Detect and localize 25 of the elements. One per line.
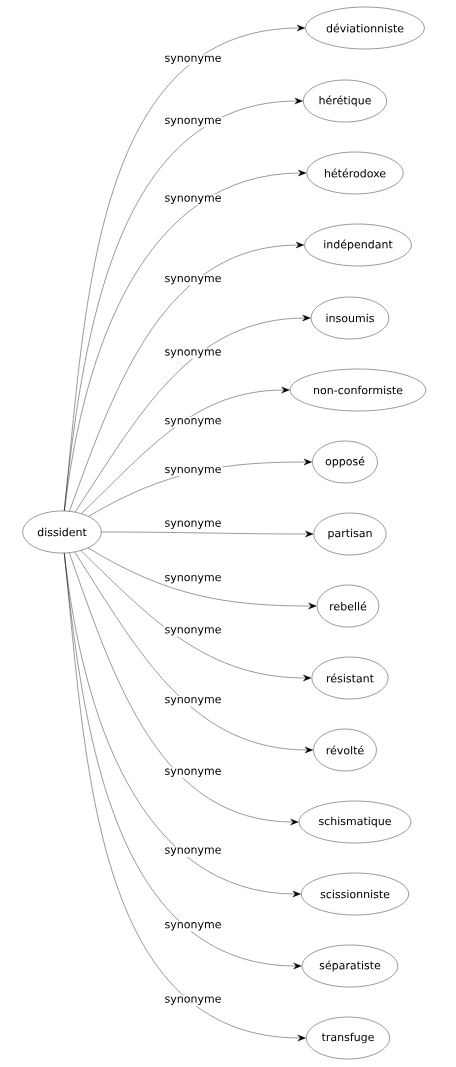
arrow	[64, 552, 306, 1042]
arrow	[74, 551, 314, 754]
edge-label: synonyme	[163, 519, 223, 530]
edge-label: synonyme	[163, 274, 223, 286]
edge-label: synonyme	[163, 116, 223, 128]
arrow	[81, 386, 290, 514]
edge-label: synonyme	[163, 348, 223, 359]
arrow	[69, 241, 305, 512]
edge-label: synonyme	[163, 921, 223, 932]
arrow	[74, 314, 311, 513]
arrow	[87, 547, 317, 610]
arrow	[69, 552, 299, 826]
arrow	[101, 530, 314, 538]
edge-label: synonyme	[163, 626, 223, 637]
edge-label: synonyme	[163, 417, 223, 428]
edge-label: synonyme	[163, 194, 223, 205]
edge-label: synonyme	[163, 54, 223, 66]
edge-label: synonyme	[163, 696, 223, 707]
edge-label: synonyme	[163, 767, 223, 779]
edge-label: synonyme	[163, 846, 223, 857]
edge-label: synonyme	[163, 995, 223, 1006]
arrow	[80, 550, 312, 682]
edge-label: synonyme	[163, 573, 223, 585]
arrow	[64, 169, 307, 512]
edge-label: synonyme	[163, 465, 223, 477]
